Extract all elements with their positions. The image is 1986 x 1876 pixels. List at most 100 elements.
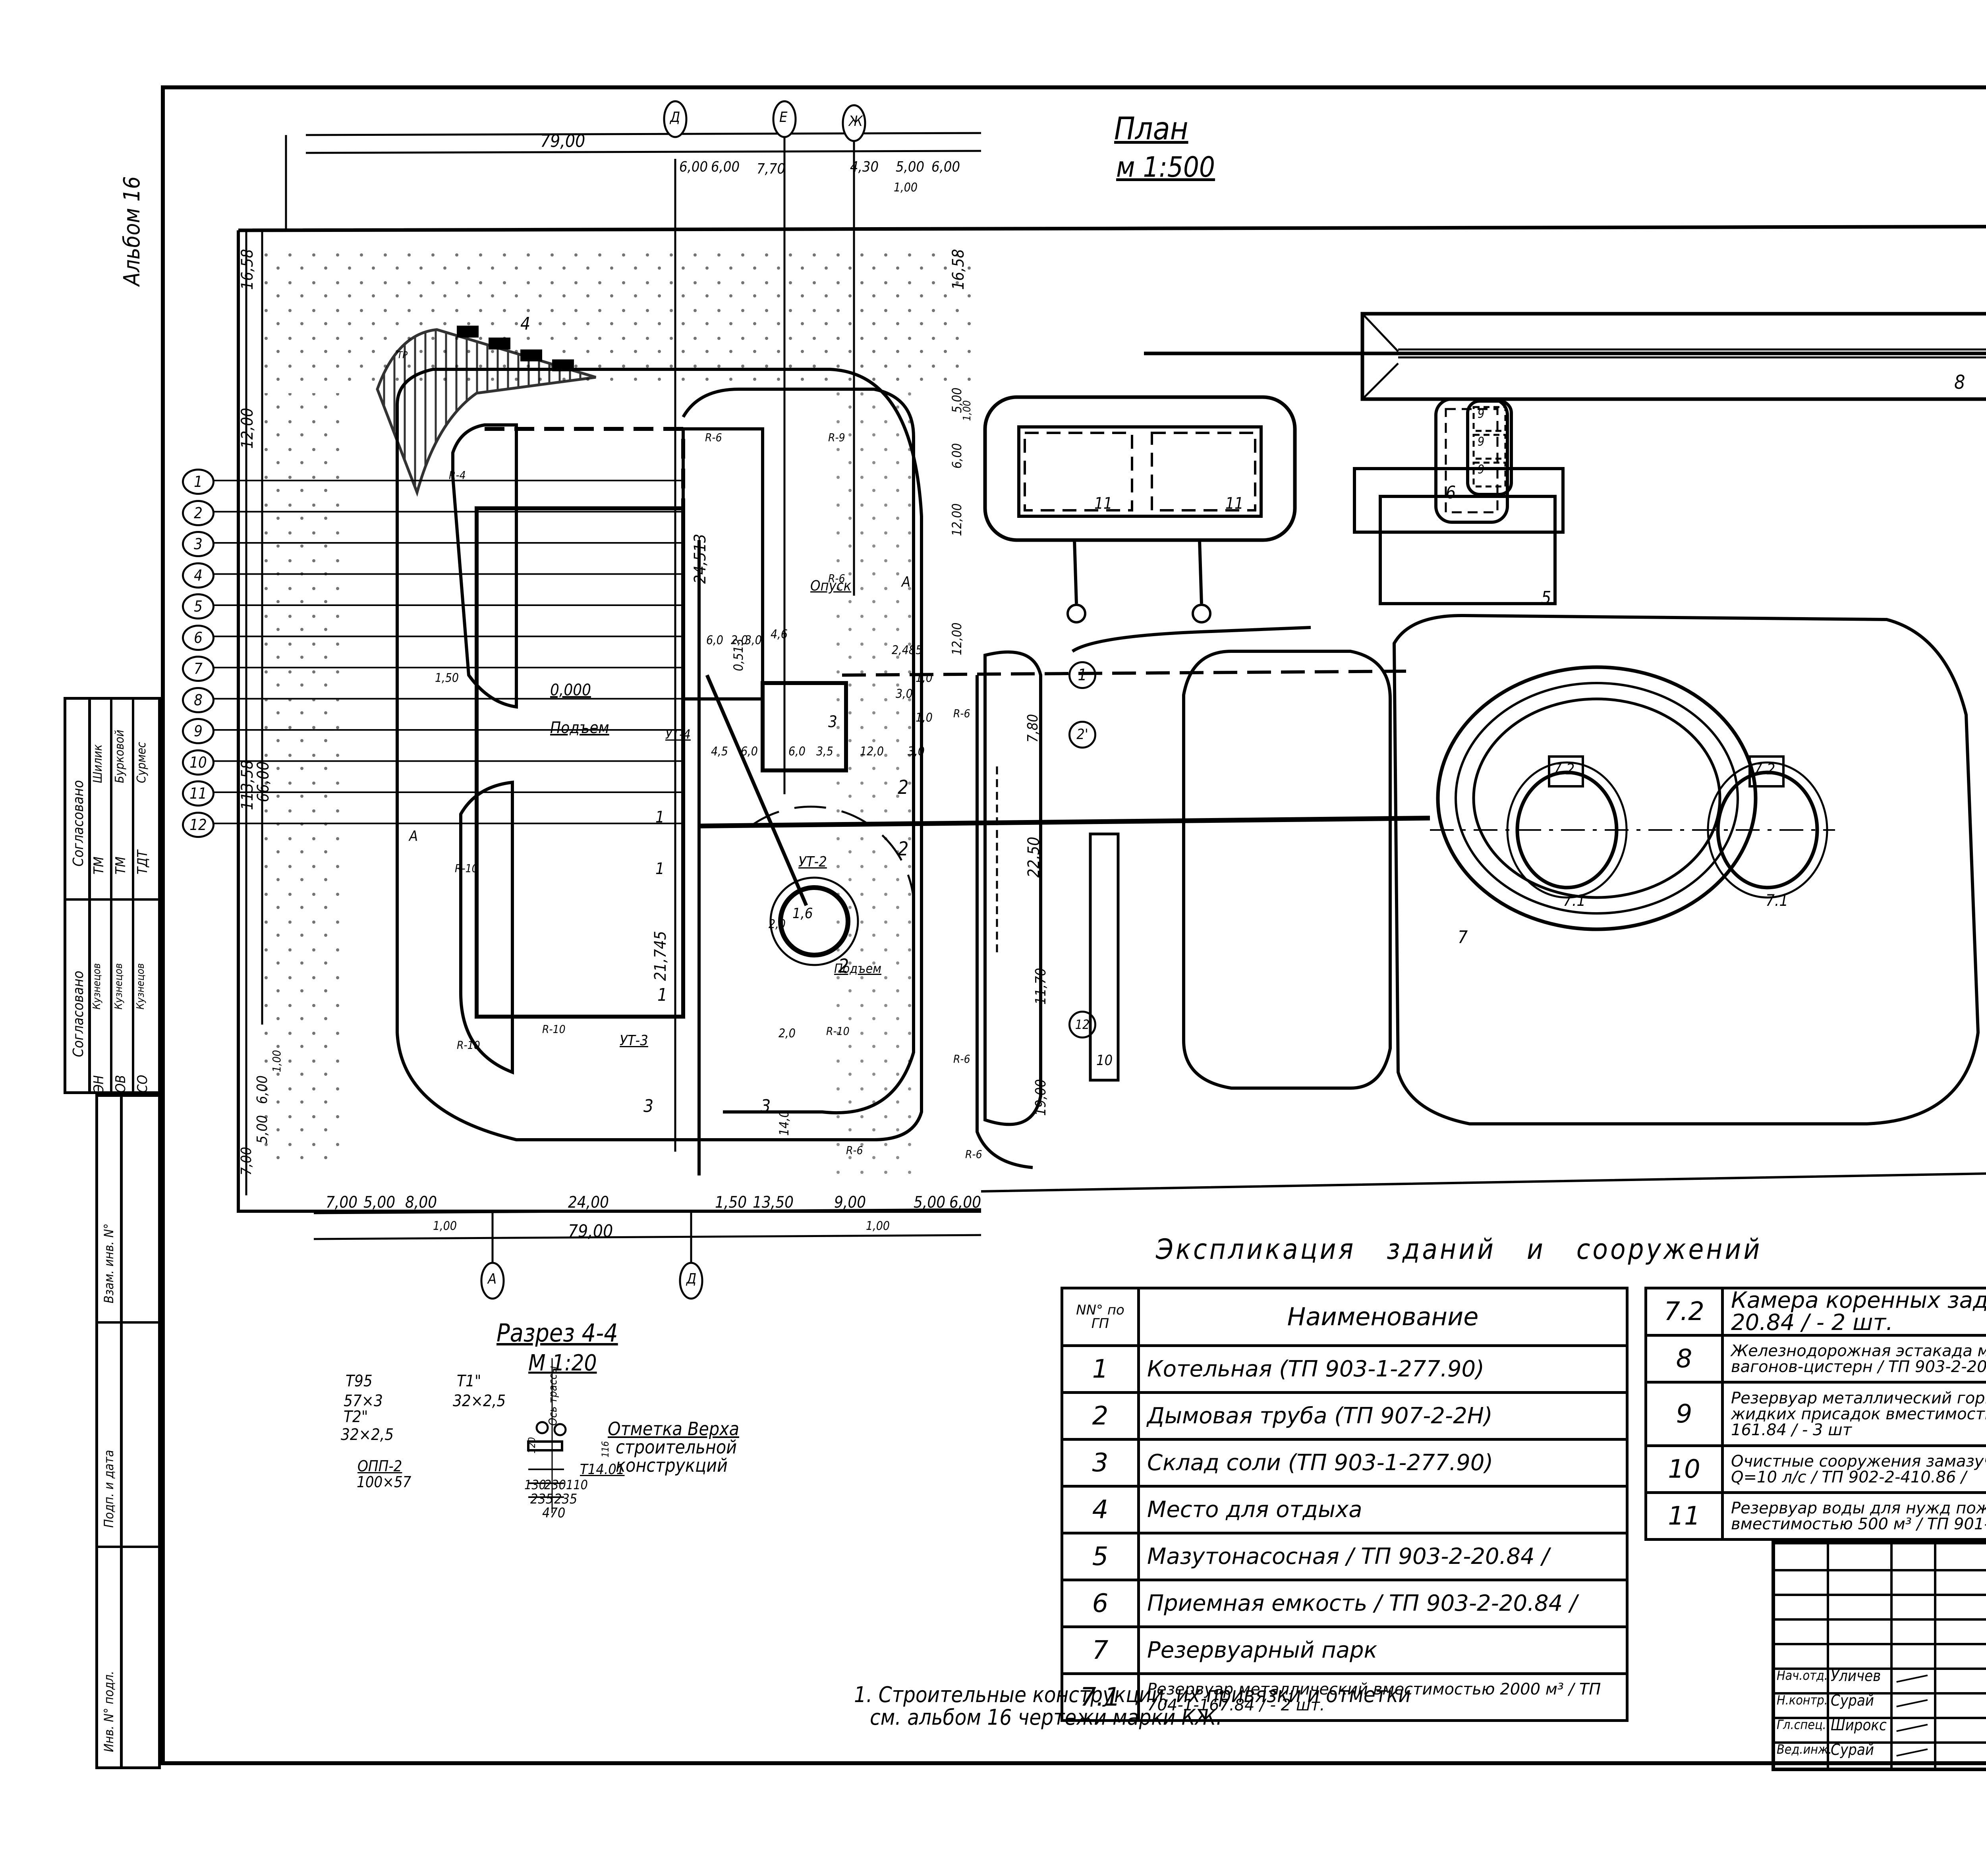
- row-axis-bubble: 8: [182, 687, 214, 713]
- section-4-4-scale: М 1:20: [528, 1350, 597, 1376]
- pipe-axis-bubble-2prime: 2': [1068, 721, 1096, 749]
- left-dim-7-00: 7,00: [238, 1146, 255, 1175]
- approval-name: Бурковой: [113, 730, 127, 783]
- detail-dimension: 4,5: [711, 745, 728, 759]
- s44-pipe-1-size: 32×2,5: [341, 1426, 394, 1444]
- explication-row-name: Склад соли (ТП 903-1-277.90): [1137, 1438, 1629, 1488]
- signature-mark: [1896, 1724, 1928, 1733]
- bottom-dim-2: 8,00: [405, 1193, 437, 1212]
- top-dim-sub: 1,00: [894, 181, 918, 195]
- building-num-4: 4: [520, 314, 531, 334]
- signature-name: Сурай: [1831, 1692, 1874, 1709]
- radius-label-r10c: R-10: [542, 1023, 566, 1036]
- column-axis-bubbles-bottom: [480, 1262, 703, 1300]
- explication-row-num: 8: [1644, 1334, 1724, 1384]
- inv-field-label: Взам. инв. N°: [101, 1223, 116, 1303]
- explication-row-name: Резервуарный парк: [1137, 1625, 1629, 1675]
- plan-scale: м 1:500: [1116, 151, 1215, 183]
- section-4-4-drawing: [527, 1358, 567, 1513]
- drawing-frame: [161, 85, 1986, 1765]
- radius-label-r6e: R-6: [846, 1144, 863, 1157]
- detail-dimension: 2,0: [779, 1027, 796, 1040]
- bottom-dim-1: 5,00: [363, 1193, 396, 1212]
- section-4-4-title: Разрез 4-4: [496, 1318, 618, 1347]
- radius-label-r6f: R-6: [965, 1148, 982, 1161]
- explication-row-name: Железнодорожная эстакада мазутослива на …: [1721, 1334, 1986, 1384]
- detail-dimension: 2,485: [892, 643, 923, 657]
- s44-mark-line-3: конструкций: [616, 1455, 728, 1476]
- grid-line: [1775, 1741, 1986, 1744]
- descent-label: Опуск: [810, 578, 852, 594]
- row-axis-bubble: 9: [182, 718, 214, 744]
- approval-dept: ТМ: [113, 856, 129, 874]
- explication-row-num: 2: [1061, 1391, 1140, 1441]
- signature-name: Широкс: [1831, 1716, 1887, 1734]
- building-num-7-1a: 7.1: [1563, 892, 1586, 910]
- rise-label-2: Подъем: [834, 961, 881, 976]
- building-num-5: 5: [1541, 588, 1551, 608]
- signature-mark: [1896, 1748, 1928, 1758]
- radius-label-r6d: R-6: [953, 1052, 970, 1065]
- radius-label-r10: R-10: [455, 862, 478, 875]
- radius-label-r4: R-4: [449, 469, 466, 482]
- roads: [396, 368, 1980, 1169]
- explication-row-num: 7.1: [1061, 1672, 1140, 1722]
- top-total-dim: 79,00: [540, 131, 585, 151]
- s44-pipe-2-size: 32×2,5: [453, 1392, 506, 1410]
- top-dim-seg-0: 6,00: [679, 159, 708, 175]
- bottom-dim-8: 6,00: [949, 1193, 981, 1212]
- explication-row-num: 1: [1061, 1344, 1140, 1394]
- inv-field-label: Подп. и дата: [101, 1449, 116, 1528]
- explication-row-name: Мазутонасосная / ТП 903-2-20.84 /: [1137, 1532, 1629, 1581]
- stamp-line: [98, 1546, 158, 1548]
- row-axis-bubble: 10: [182, 749, 214, 776]
- building-num-9b: 9: [1478, 435, 1485, 449]
- bottom-dim-6: 9,00: [834, 1193, 866, 1212]
- rest-area-mark: ТР: [397, 349, 408, 361]
- s44-axis-label: Ось трассы: [546, 1366, 559, 1426]
- additive-tanks-9: [1466, 400, 1513, 496]
- area-A-label-2: А: [902, 574, 911, 590]
- building-num-6: 6: [1446, 483, 1456, 503]
- mid-dim-1-00: 1,00: [961, 400, 973, 421]
- explication-header-row: NN° по ГП Наименование: [1061, 1287, 1629, 1347]
- building-num-7-1b: 7.1: [1766, 892, 1789, 910]
- building-num-7-2b: 7.2: [1754, 760, 1775, 778]
- explication-row-num: 11: [1644, 1491, 1724, 1541]
- approval-dept: СО: [135, 1075, 151, 1093]
- section-mark-1a: 1: [655, 808, 665, 826]
- dim-19-00: 19,00: [1033, 1079, 1049, 1116]
- grid-line: [1775, 1668, 1986, 1670]
- column-axis-bubbles-top: [663, 100, 866, 142]
- signature-mark: [1896, 1674, 1928, 1684]
- dim-7-80: 7,80: [1025, 714, 1041, 743]
- building-num-2: 2: [838, 955, 849, 977]
- signature-name: Сурай: [1831, 1741, 1874, 1758]
- row-axis-bubble: 4: [182, 562, 214, 589]
- bottom-dim-7: 5,00: [914, 1193, 946, 1212]
- dim-21-745: 21,745: [651, 931, 670, 981]
- tank-farm-7: [1430, 665, 1835, 931]
- general-note: 1. Строительные конструкции, их привязки…: [854, 1683, 1411, 1729]
- dim-22-50: 22,50: [1025, 837, 1043, 878]
- top-dimension-lines: [285, 119, 981, 1152]
- s44-dim-110: 110: [566, 1477, 588, 1492]
- explication-row-name: Дымовая труба (ТП 907-2-2Н): [1137, 1391, 1629, 1441]
- salt-storage-3: [761, 681, 848, 772]
- approval-dept: ТМ: [91, 856, 107, 874]
- s44-dim-235a: 235: [530, 1491, 554, 1507]
- section-mark-3a: 3: [643, 1096, 654, 1116]
- detail-dimension: 1,50: [435, 671, 459, 685]
- axis-bubble-D-top: Д: [670, 109, 680, 125]
- left-dim-6-00: 6,00: [254, 1075, 270, 1104]
- node-ut-2: УТ-2: [798, 854, 827, 870]
- signature-role: Нач.отд.: [1777, 1668, 1828, 1683]
- bottom-total-dim: 79,00: [568, 1221, 613, 1241]
- top-dim-seg-3: 4,30: [850, 159, 879, 175]
